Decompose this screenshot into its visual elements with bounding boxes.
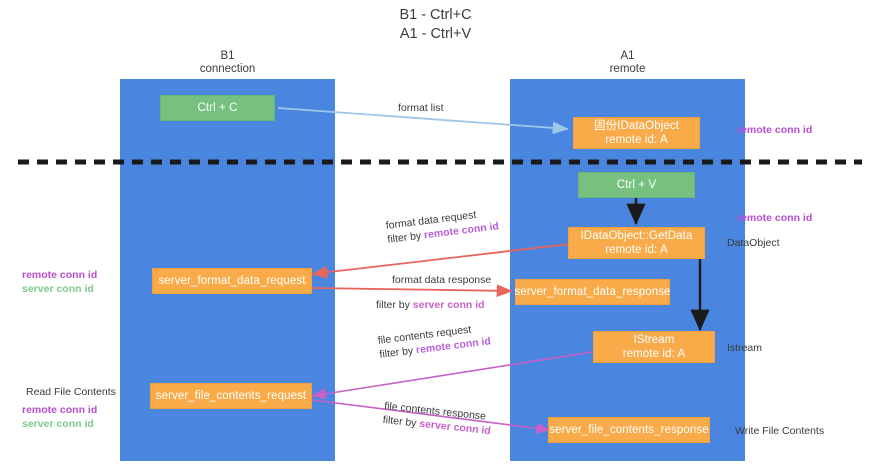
- node-idataobject-remote[interactable]: 固份IDataObject remote id: A: [573, 117, 700, 149]
- node-server-format-data-request[interactable]: server_format_data_request: [152, 268, 312, 294]
- side-label-remote-conn-id-top: remote conn id: [737, 124, 813, 136]
- edge-label-fdreq-prefix: filter by: [386, 229, 425, 246]
- node-ctrl-c[interactable]: Ctrl + C: [160, 95, 275, 121]
- edge-label-fcreq-prefix: filter by: [378, 344, 417, 361]
- side-label-left-server-conn-id: server conn id: [22, 283, 94, 295]
- lane-title-b1: B1 connection: [199, 50, 256, 75]
- edge-label-file-contents-response: file contents response filter by server …: [382, 399, 493, 438]
- side-label-remote-conn-id-mid: remote conn id: [737, 212, 813, 224]
- node-server-file-contents-response[interactable]: server_file_contents_response: [548, 417, 710, 443]
- side-label-write-file-contents: Write File Contents: [735, 425, 825, 437]
- node-server-file-contents-request[interactable]: server_file_contents_request: [150, 383, 312, 409]
- edge-label-format-list: format list: [398, 101, 444, 115]
- node-server-format-data-response[interactable]: server_format_data_response: [514, 279, 670, 305]
- side-label-istream: Istream: [727, 342, 763, 354]
- edge-label-fdres-prefix: filter by: [376, 299, 413, 311]
- side-stack-conn-ids-bottom: remote conn id server conn id: [22, 403, 97, 431]
- side-label-left-remote-conn-id-2: remote conn id: [22, 404, 98, 416]
- node-istream[interactable]: IStream remote id: A: [593, 331, 715, 363]
- side-stack-read-file-contents: Read File Contents: [26, 385, 116, 399]
- node-idataobject-getdata[interactable]: IDataObject::GetData remote id: A: [568, 227, 705, 259]
- edge-label-format-data-request: format data request filter by remote con…: [385, 205, 500, 246]
- edge-label-format-list-line1: format list: [398, 102, 444, 114]
- edge-label-file-contents-request: file contents request filter by remote c…: [377, 320, 492, 361]
- edge-label-format-data-response-line2: filter by server conn id: [376, 298, 485, 312]
- side-stack-conn-ids-mid: remote conn id server conn id: [22, 268, 97, 296]
- page-title: B1 - Ctrl+C A1 - Ctrl+V: [399, 7, 472, 42]
- node-ctrl-v[interactable]: Ctrl + V: [578, 172, 695, 198]
- side-label-left-remote-conn-id: remote conn id: [22, 269, 98, 281]
- side-label-read-file-contents: Read File Contents: [26, 386, 116, 398]
- edge-label-fcres-prefix: filter by: [382, 413, 420, 430]
- lane-title-a1: A1 remote: [609, 50, 646, 75]
- edge-label-format-data-response-line1: format data response: [392, 274, 492, 286]
- edge-label-fdres-highlight: server conn id: [412, 299, 485, 311]
- side-label-left-server-conn-id-2: server conn id: [22, 418, 94, 430]
- side-label-dataobject: DataObject: [727, 237, 780, 249]
